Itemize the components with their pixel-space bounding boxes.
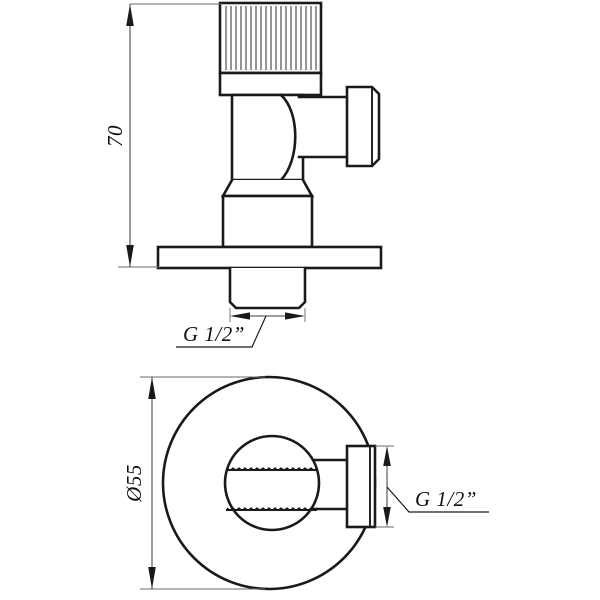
dimension-thread-bottom: G 1/2” bbox=[176, 308, 306, 348]
dimension-label-diameter: Ø55 bbox=[122, 464, 146, 503]
thread-leader-line bbox=[176, 315, 267, 348]
body-taper-shoulder bbox=[220, 178, 315, 198]
handle-collar bbox=[218, 71, 323, 97]
arrow-head-up bbox=[126, 4, 134, 26]
side-arrow-up bbox=[383, 446, 391, 466]
outlet-elbow-curve bbox=[279, 93, 297, 182]
side-outlet-barrel bbox=[297, 95, 350, 159]
arrow-head-down bbox=[126, 245, 134, 267]
thread-arrow-right bbox=[285, 312, 305, 320]
bottom-plan-view: Ø55 G 1/2” bbox=[122, 375, 489, 591]
side-arrow-down bbox=[383, 507, 391, 527]
dimension-height-70: 70 bbox=[103, 3, 222, 268]
plan-inner-body-circle bbox=[223, 434, 321, 532]
wall-flange-plate bbox=[156, 245, 383, 270]
front-elevation-view: 70 G 1/2” bbox=[103, 1, 383, 348]
handle-knurl-texture bbox=[225, 6, 317, 70]
dimension-label-thread-side: G 1/2” bbox=[415, 487, 477, 511]
dia-arrow-down bbox=[148, 567, 156, 589]
dimension-label-height: 70 bbox=[103, 125, 127, 147]
dia-arrow-up bbox=[148, 377, 156, 399]
dimension-thread-side: G 1/2” bbox=[375, 445, 489, 528]
dimension-label-thread-bottom: G 1/2” bbox=[183, 322, 245, 346]
dimension-diameter-55: Ø55 bbox=[122, 376, 265, 590]
thread-arrow-left bbox=[230, 312, 250, 320]
threaded-inlet-stem bbox=[228, 266, 307, 310]
side-thread-leader-line bbox=[386, 486, 489, 513]
side-outlet-nut bbox=[345, 85, 381, 168]
valve-main-body bbox=[221, 194, 314, 249]
